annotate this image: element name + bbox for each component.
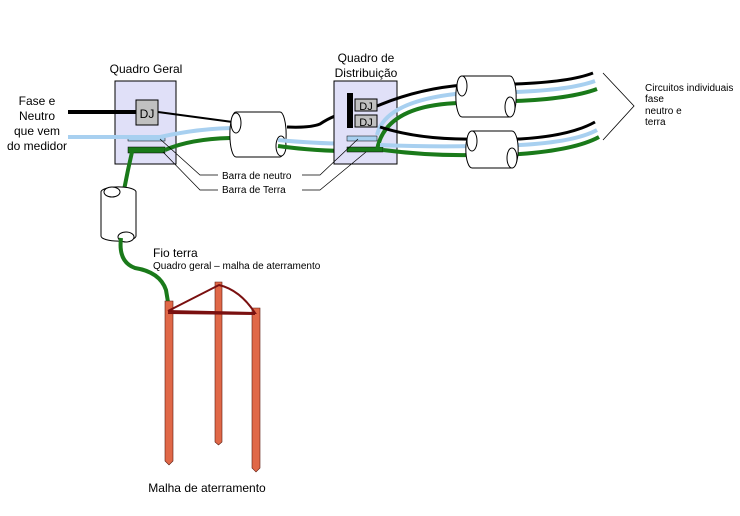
- dist-panel-title-1: Quadro de: [338, 51, 395, 65]
- source-label-3: que vem: [14, 124, 60, 138]
- cable-conduit-2: [455, 75, 517, 118]
- ground-rod-2: [214, 281, 223, 446]
- circuits-label-3: neutro e: [645, 106, 682, 117]
- cable-conduit-3: [465, 130, 519, 169]
- main-breaker-label: DJ: [140, 107, 155, 121]
- earth-bar-label: Barra de Terra: [222, 185, 286, 196]
- cable-conduit-vertical: [100, 186, 137, 243]
- main-panel-title: Quadro Geral: [110, 62, 183, 76]
- circuits-label-4: terra: [645, 117, 666, 128]
- ground-grid-label: Malha de aterramento: [148, 481, 266, 495]
- circuits-label-1: Circuitos individuais: [645, 83, 733, 94]
- neutral-bar-leader: [159, 138, 359, 176]
- grid-wires: [167, 283, 257, 315]
- ground-wire-upper: [122, 151, 134, 191]
- ground-wire-sublabel: Quadro geral – malha de aterramento: [153, 261, 321, 272]
- dist-breaker-2-label: DJ: [359, 117, 372, 129]
- earth-bar-leader: [162, 151, 367, 191]
- incoming-neutral-wire: [68, 126, 239, 139]
- dist-panel-title-2: Distribuição: [335, 66, 398, 80]
- source-label-2: Neutro: [19, 109, 55, 123]
- dist-bus-bar: [347, 93, 353, 128]
- ground-wire-label: Fio terra: [153, 246, 198, 260]
- ground-rod-1: [164, 300, 174, 466]
- dist-breaker-1-label: DJ: [359, 101, 372, 113]
- circuits-chevron: [602, 72, 635, 141]
- neutral-bar-label: Barra de neutro: [222, 171, 292, 182]
- circuits-label-2: fase: [645, 94, 664, 105]
- dist-breaker-2: [354, 114, 378, 128]
- main-earth-bar: [127, 146, 166, 154]
- ground-wire-lower: [118, 237, 171, 309]
- dist-neutral-bar: [346, 135, 378, 142]
- ground-rod-3: [251, 307, 261, 473]
- cable-conduit-1: [229, 111, 287, 158]
- source-label-4: do medidor: [7, 139, 67, 153]
- source-label-1: Fase e: [19, 94, 56, 108]
- phase-wire-to-cable: [157, 111, 241, 124]
